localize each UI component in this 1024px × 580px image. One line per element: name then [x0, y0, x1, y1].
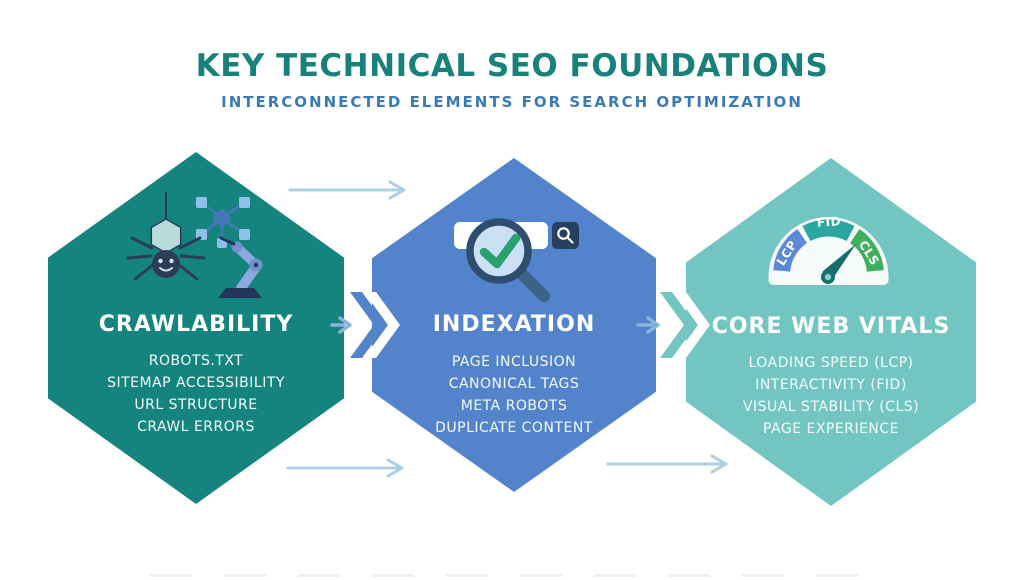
- hexagon-title-crawlability: CRAWLABILITY: [98, 312, 294, 337]
- gauge-segment-label-fid: FID: [816, 214, 842, 230]
- list-item: SITEMAP ACCESSIBILITY: [107, 375, 285, 391]
- list-item: META ROBOTS: [460, 398, 568, 414]
- list-item: DUPLICATE CONTENT: [435, 420, 593, 436]
- arrow-top-crawlability-to-indexation: [288, 180, 406, 200]
- page-subtitle: INTERCONNECTED ELEMENTS FOR SEARCH OPTIM…: [221, 93, 803, 111]
- arrow-mid-crawlability-to-indexation: [330, 316, 352, 334]
- list-item: PAGE INCLUSION: [451, 354, 577, 370]
- hexagon-items-crawlability: ROBOTS.TXT SITEMAP ACCESSIBILITY URL STR…: [48, 350, 344, 438]
- footer-divider: [150, 574, 874, 577]
- arrow-mid-indexation-to-core-web-vitals: [636, 316, 660, 334]
- arrow-bottom-indexation-to-core-web-vitals: [606, 454, 728, 474]
- hexagon-title-indexation: INDEXATION: [432, 312, 596, 337]
- hexagon-items-core-web-vitals: LOADING SPEED (LCP) INTERACTIVITY (FID) …: [686, 352, 976, 440]
- page-title: KEY TECHNICAL SEO FOUNDATIONS: [195, 48, 829, 84]
- list-item: URL STRUCTURE: [134, 397, 258, 413]
- list-item: ROBOTS.TXT: [148, 353, 244, 369]
- list-item: CANONICAL TAGS: [448, 376, 580, 392]
- list-item: INTERACTIVITY (FID): [755, 377, 907, 393]
- arrow-bottom-crawlability-to-indexation: [286, 458, 404, 478]
- hexagon-items-indexation: PAGE INCLUSION CANONICAL TAGS META ROBOT…: [372, 351, 656, 439]
- list-item: PAGE EXPERIENCE: [762, 421, 900, 437]
- list-item: VISUAL STABILITY (CLS): [742, 399, 920, 415]
- chevron-notch-indexation: [350, 292, 400, 358]
- list-item: CRAWL ERRORS: [137, 419, 255, 435]
- list-item: LOADING SPEED (LCP): [748, 355, 914, 371]
- spider-crawler-robot-arm-icon: [126, 192, 263, 298]
- performance-gauge-icon: [768, 217, 889, 285]
- chevron-notch-core-web-vitals: [660, 292, 710, 358]
- hexagon-title-core-web-vitals: CORE WEB VITALS: [711, 314, 951, 339]
- search-bar-magnifier-check-icon: [454, 218, 579, 302]
